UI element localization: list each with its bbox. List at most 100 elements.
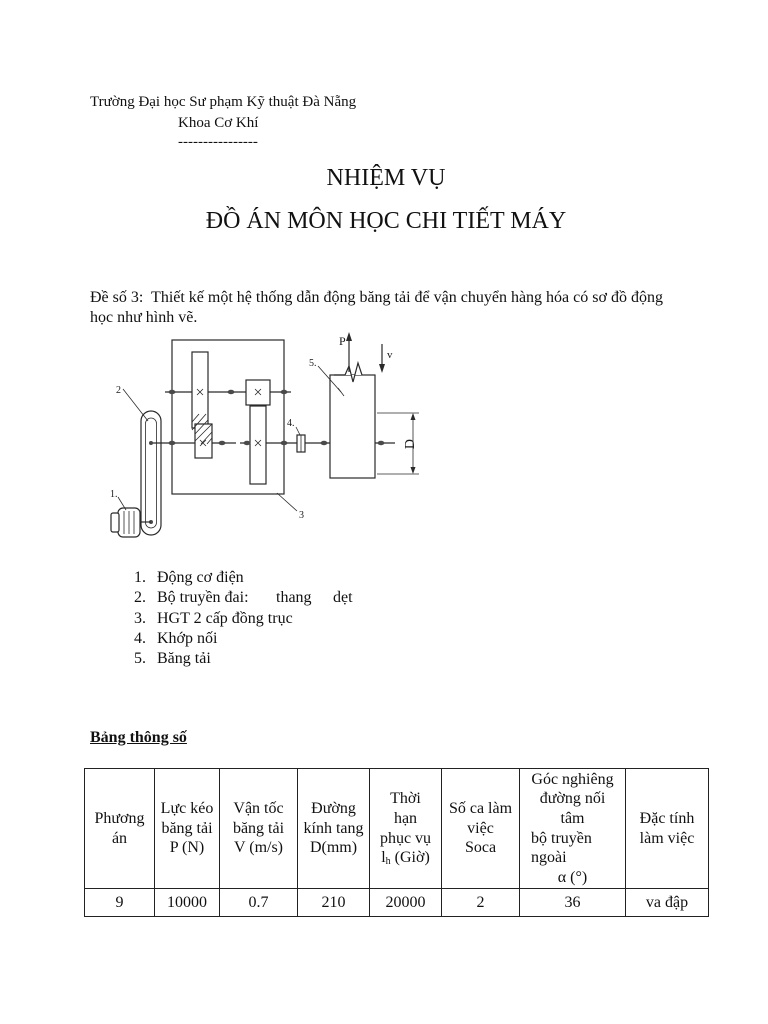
header-line: làm việc xyxy=(639,829,695,847)
leader-line xyxy=(317,365,342,393)
header-separator: ---------------- xyxy=(178,134,258,150)
table-cell: 0.7 xyxy=(219,888,298,917)
bearing xyxy=(377,440,385,446)
faculty-name: Khoa Cơ Khí xyxy=(178,115,259,131)
leader-line xyxy=(276,492,298,512)
header-line: V (m/s) xyxy=(233,839,284,857)
gear-tooth-hatch xyxy=(206,437,213,445)
list-text: Khớp nối xyxy=(157,629,218,647)
table-cell: 20000 xyxy=(369,888,442,917)
driven-pulley-hub xyxy=(149,441,153,445)
bearing xyxy=(320,440,328,446)
university-name: Trường Đại học Sư phạm Kỹ thuật Đà Nẵng xyxy=(90,94,357,110)
bearing xyxy=(168,389,176,395)
header-line: P (N) xyxy=(169,839,205,857)
header-line: lh (Giờ) xyxy=(373,848,438,868)
bearing xyxy=(218,440,226,446)
kinematic-diagram: P v D 1. 2 3 4. 5. xyxy=(110,332,419,538)
velocity-arrowhead xyxy=(379,364,385,373)
page-title: NHIỆM VỤ xyxy=(326,165,446,191)
symbol-unit: (Giờ) xyxy=(390,849,430,867)
callout-coupling: 4. xyxy=(287,418,295,429)
header-line: hạn xyxy=(393,809,418,827)
header-line: Thời xyxy=(390,790,421,808)
header-cell-belt-force: Lực kéo băng tải P (N) xyxy=(154,768,220,889)
header-line: phục vụ xyxy=(379,829,432,847)
header-line: tâm xyxy=(560,809,585,827)
leader-line xyxy=(295,426,301,436)
conveyor-drum xyxy=(329,374,376,479)
belt-break-line xyxy=(334,360,363,383)
header-line: đường nối xyxy=(539,790,606,808)
belt-type-option: thang xyxy=(276,589,312,607)
stage1-gear xyxy=(191,351,209,429)
header-line: kính tang xyxy=(303,819,364,837)
header-cell-inclination-angle: Góc nghiêng đường nối tâm bộ truyền ngoà… xyxy=(519,768,626,889)
header-cell-belt-speed: Vận tốc băng tải V (m/s) xyxy=(219,768,298,889)
fixed-gear-mark xyxy=(254,388,262,396)
header-cell-option: Phương án xyxy=(84,768,155,889)
header-line: Phương xyxy=(94,809,145,827)
header-line: α (°) xyxy=(557,868,588,886)
header-cell-drum-diameter: Đường kính tang D(mm) xyxy=(297,768,370,889)
list-item: 3.HGT 2 cấp đồng trục xyxy=(134,609,353,629)
assignment-line: học như hình vẽ. xyxy=(90,309,198,326)
header-line: băng tải xyxy=(161,819,213,837)
table-row: 9 10000 0.7 210 20000 2 36 va đập xyxy=(84,888,709,917)
belt-type-option: dẹt xyxy=(333,589,353,607)
header-line: Đường xyxy=(311,800,356,818)
header-line: Vận tốc xyxy=(233,800,284,818)
parameter-table: Phương án Lực kéo băng tải P (N) Vận tốc… xyxy=(84,768,709,917)
table-caption: Bảng thông số xyxy=(90,729,187,746)
force-arrowhead xyxy=(346,332,352,341)
fixed-gear-mark xyxy=(196,388,204,396)
table-cell: 2 xyxy=(441,888,520,917)
header-line: Góc nghiêng xyxy=(531,770,614,788)
table-header-row: Phương án Lực kéo băng tải P (N) Vận tốc… xyxy=(84,768,709,889)
header-line: Đặc tính xyxy=(639,809,695,827)
callout-gearbox: 3 xyxy=(299,510,304,521)
table-cell: 210 xyxy=(297,888,370,917)
symbol-base: l xyxy=(381,849,386,867)
page-subtitle: ĐỒ ÁN MÔN HỌC CHI TIẾT MÁY xyxy=(205,208,567,234)
table-cell: va đập xyxy=(625,888,709,917)
gear-tooth-hatch xyxy=(191,413,200,423)
list-item: 4. Khớp nối xyxy=(134,629,353,649)
bearing xyxy=(280,440,288,446)
header-line: Soca xyxy=(464,839,497,857)
v-belt xyxy=(140,410,162,536)
list-number: 1. xyxy=(134,569,146,586)
table-cell: 9 xyxy=(84,888,155,917)
dimension-arrowhead xyxy=(410,467,416,474)
fixed-gear-mark xyxy=(254,439,262,447)
bearing xyxy=(243,440,251,446)
gear-tooth-hatch xyxy=(194,419,209,435)
list-number: 5. xyxy=(134,650,146,668)
header-line: ngoài xyxy=(531,849,567,867)
header-line: án xyxy=(111,829,128,847)
list-item: 1. Động cơ điện xyxy=(134,568,353,588)
list-text: Động cơ điện xyxy=(157,569,244,586)
gear-tooth-hatch xyxy=(191,413,207,431)
gear-tooth-hatch xyxy=(194,423,213,442)
callout-belt-drive: 2 xyxy=(116,385,121,396)
header-line: D(mm) xyxy=(309,839,358,857)
belt-inner-edge xyxy=(145,417,157,529)
bearing xyxy=(227,389,235,395)
callout-motor: 1. xyxy=(110,489,118,500)
list-number: 2. xyxy=(134,589,146,607)
symbol-subscript: h xyxy=(385,856,391,868)
leader-line xyxy=(122,388,149,422)
callout-conveyor: 5. xyxy=(309,358,317,369)
header-line: Số ca làm xyxy=(448,800,513,818)
gearbox-housing xyxy=(171,339,285,495)
table-cell: 36 xyxy=(519,888,626,917)
leader-line xyxy=(117,496,127,511)
list-number: 4. xyxy=(134,629,146,647)
stage2-gear xyxy=(249,405,267,485)
header-line: việc xyxy=(467,819,494,837)
diameter-label: D xyxy=(403,439,418,449)
force-label: P xyxy=(339,334,346,348)
